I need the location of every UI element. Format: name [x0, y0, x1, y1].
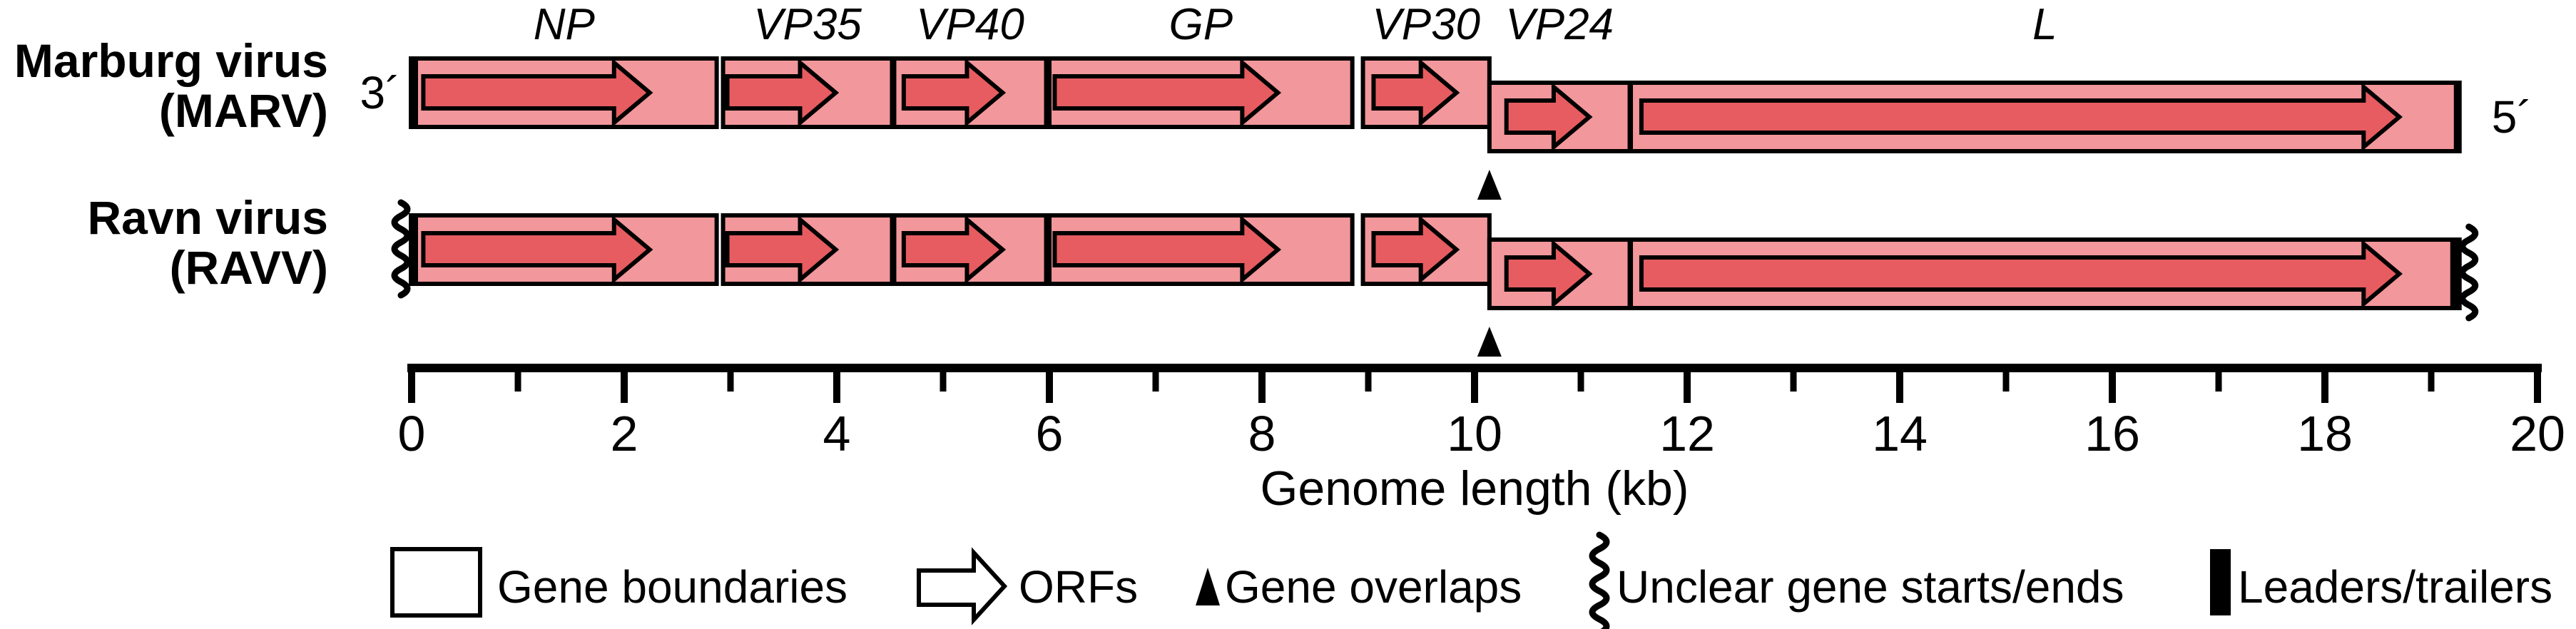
legend-leader-bar-symbol [2210, 549, 2231, 615]
orf-arrow-marv-vp35 [725, 58, 840, 128]
axis-tick-label-4: 4 [823, 406, 851, 461]
legend-label-leader-bar: Leaders/trailers [2238, 561, 2552, 613]
leader-bar-marv [409, 56, 418, 129]
leader-bar-ravv [409, 213, 418, 286]
gene-label-gp: GP [1169, 0, 1233, 49]
trailer-bar-ravv [2450, 237, 2462, 310]
legend-label-gene-box: Gene boundaries [497, 561, 847, 613]
axis-tick-label-6: 6 [1036, 406, 1064, 461]
orf-arrow-ravv-vp30 [1371, 215, 1460, 285]
orf-arrow-marv-l [1639, 82, 2403, 152]
virus-name-marv: Marburg virus [14, 34, 328, 87]
legend-squiggle-symbol [1589, 531, 1610, 629]
gene-label-vp30: VP30 [1372, 0, 1480, 49]
legend-orf-arrow-symbol [917, 547, 1008, 625]
axis-tick-label-0: 0 [398, 406, 426, 461]
unclear-start-squiggle-ravv [391, 199, 411, 299]
axis-tick-label-10: 10 [1447, 406, 1502, 461]
orf-arrow-marv-gp [1052, 58, 1282, 128]
axis-title: Genome length (kb) [1261, 461, 1689, 516]
gene-label-l: L [2032, 0, 2057, 49]
axis-tick-label-20: 20 [2510, 406, 2565, 461]
legend-gene-box-symbol [390, 547, 482, 618]
trailer-bar-marv [2453, 81, 2462, 153]
orf-arrow-ravv-gp [1052, 215, 1282, 285]
gene-overlap-marker-marv [1477, 170, 1502, 200]
orf-arrow-ravv-vp40 [901, 215, 1007, 285]
orf-arrow-ravv-l [1639, 239, 2403, 309]
orf-arrow-ravv-vp35 [725, 215, 840, 285]
axis-tick-label-18: 18 [2297, 406, 2353, 461]
legend-label-squiggle: Unclear gene starts/ends [1617, 561, 2124, 613]
orf-arrow-marv-np [421, 58, 653, 128]
virus-abbrev-ravv: (RAVV) [170, 241, 328, 294]
gene-overlap-marker-ravv [1477, 327, 1502, 357]
unclear-end-squiggle-ravv [2459, 223, 2479, 322]
axis-tick-label-14: 14 [1872, 406, 1928, 461]
axis-tick-label-12: 12 [1659, 406, 1715, 461]
gene-label-vp35: VP35 [753, 0, 862, 49]
orf-arrow-marv-vp40 [901, 58, 1007, 128]
gene-label-np: NP [534, 0, 595, 49]
legend-label-orf-arrow: ORFs [1019, 561, 1138, 613]
orf-arrow-ravv-vp24 [1504, 239, 1593, 309]
gene-label-vp40: VP40 [916, 0, 1024, 49]
gene-label-vp24: VP24 [1505, 0, 1614, 49]
legend-label-overlap-triangle: Gene overlaps [1225, 561, 1522, 613]
legend-overlap-triangle-symbol [1196, 568, 1220, 605]
orf-arrow-ravv-np [421, 215, 653, 285]
axis-tick-label-8: 8 [1248, 406, 1276, 461]
axis-tick-label-2: 2 [611, 406, 638, 461]
orf-arrow-marv-vp30 [1371, 58, 1460, 128]
three-prime-label-marv: 3´ [360, 67, 401, 118]
orf-arrow-marv-vp24 [1504, 82, 1593, 152]
five-prime-label-marv: 5´ [2492, 91, 2532, 143]
axis-tick-label-16: 16 [2084, 406, 2140, 461]
virus-name-ravv: Ravn virus [88, 191, 328, 244]
virus-abbrev-marv: (MARV) [159, 84, 328, 137]
